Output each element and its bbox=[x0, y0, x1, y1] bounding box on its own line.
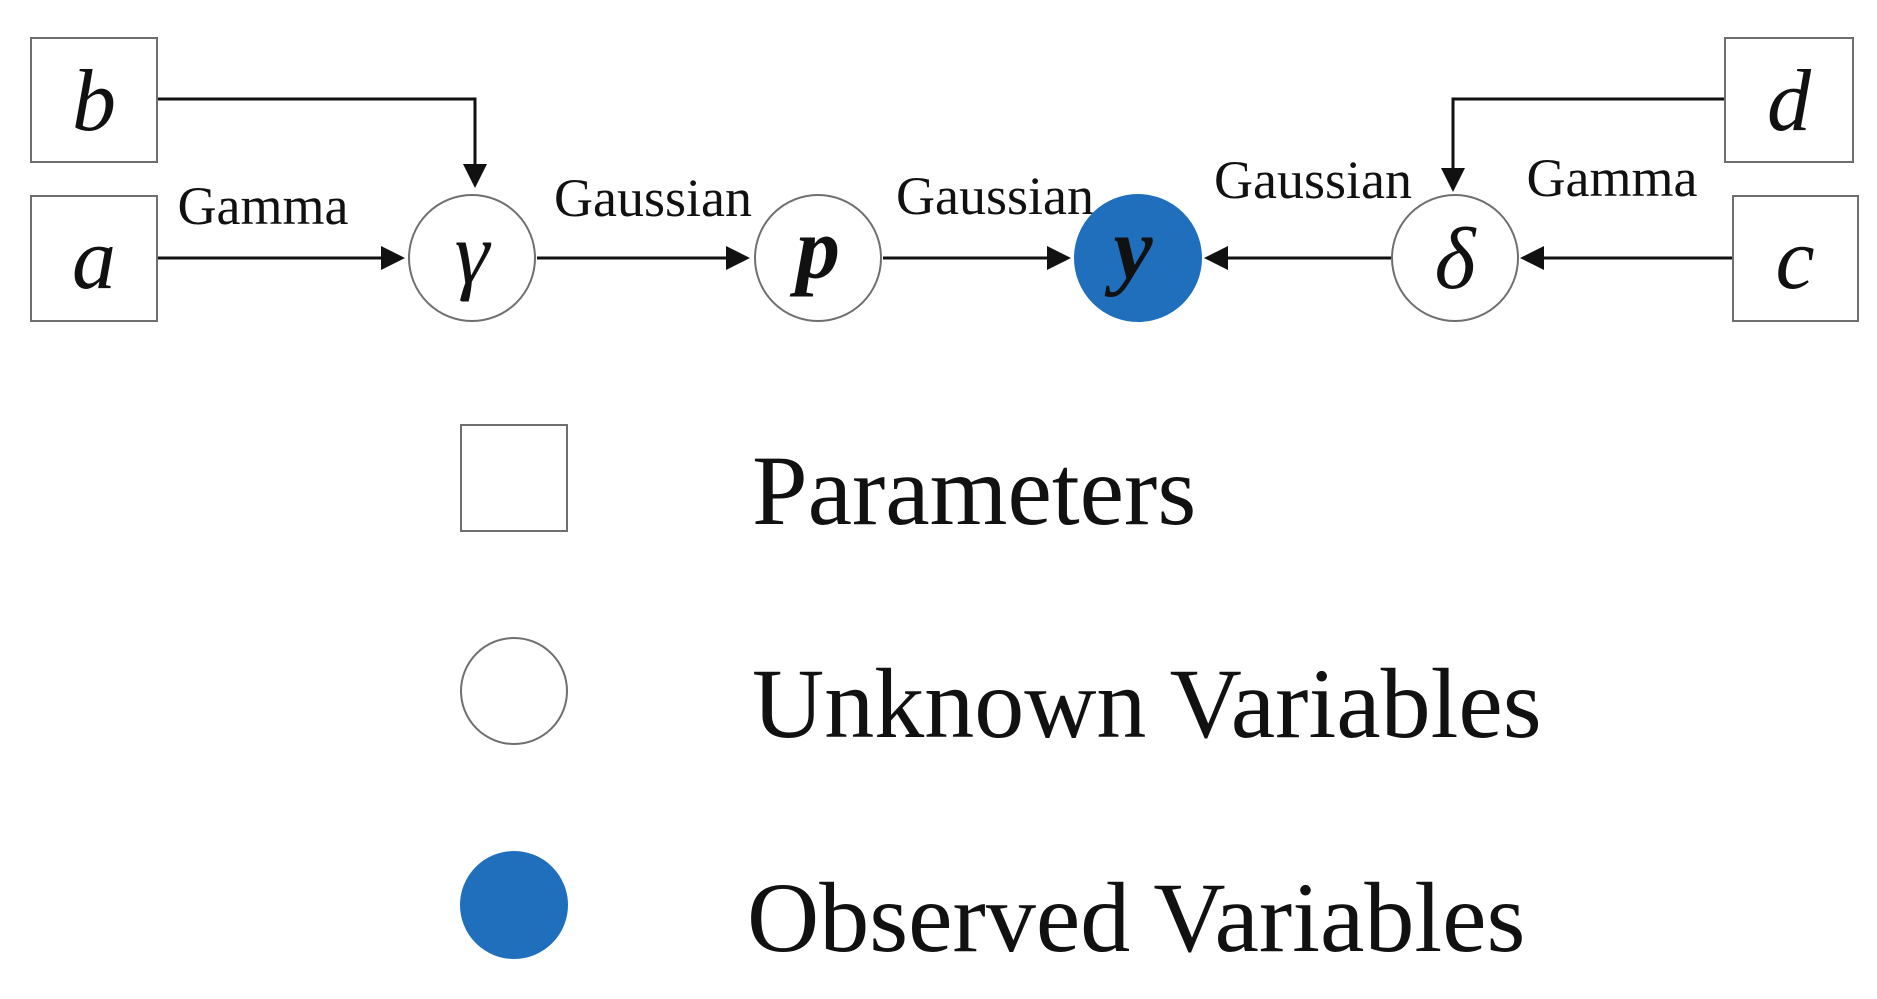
edge-d-to-delta bbox=[1441, 97, 1725, 192]
node-label-d: d bbox=[1767, 53, 1812, 150]
edge-label-c-delta: Gamma bbox=[1527, 148, 1698, 208]
legend-item-parameters: Parameters bbox=[460, 424, 1196, 546]
legend-item-unknown: Unknown Variables bbox=[460, 637, 1542, 759]
edges bbox=[157, 97, 1733, 270]
observed-circle-y bbox=[1074, 194, 1202, 322]
node-label-b: b bbox=[72, 53, 116, 150]
edge-b-to-gamma bbox=[157, 97, 487, 188]
node-label-a: a bbox=[72, 211, 116, 308]
node-y: y bbox=[1074, 194, 1202, 322]
legend-label-observed: Observed Variables bbox=[747, 862, 1525, 973]
node-label-p: p bbox=[789, 201, 840, 298]
edge-label-a-gamma: Gamma bbox=[178, 176, 349, 236]
legend-open-circle-icon bbox=[460, 637, 568, 745]
edge-label-p-y: Gaussian bbox=[896, 166, 1094, 226]
legend-label-unknown: Unknown Variables bbox=[752, 648, 1542, 759]
node-a: a bbox=[30, 195, 158, 322]
node-delta: δ bbox=[1391, 194, 1519, 322]
legend-filled-circle-icon bbox=[460, 851, 568, 959]
edge-label-delta-y: Gaussian bbox=[1214, 150, 1412, 210]
edge-labels: Gamma Gaussian Gaussian Gaussian Gamma bbox=[178, 148, 1698, 236]
legend-square-icon bbox=[460, 424, 568, 532]
node-label-c: c bbox=[1775, 211, 1814, 308]
edge-label-gamma-p: Gaussian bbox=[554, 168, 752, 228]
legend-item-observed: Observed Variables bbox=[460, 851, 1525, 973]
node-label-delta: δ bbox=[1435, 211, 1478, 308]
unknown-circle-delta bbox=[1391, 194, 1519, 322]
unknown-circle-gamma bbox=[408, 194, 536, 322]
parameter-box-b bbox=[30, 37, 158, 163]
node-d: d bbox=[1724, 37, 1854, 163]
legend: Parameters Unknown Variables Observed Va… bbox=[460, 424, 1542, 973]
node-label-y: y bbox=[1104, 201, 1153, 298]
node-p: p bbox=[754, 194, 882, 322]
node-label-gamma: γ bbox=[455, 206, 492, 303]
node-gamma: γ bbox=[408, 194, 536, 322]
parameter-box-d bbox=[1724, 37, 1854, 163]
parameter-box-a bbox=[30, 195, 158, 322]
parameter-box-c bbox=[1732, 195, 1859, 322]
node-c: c bbox=[1732, 195, 1859, 322]
unknown-circle-p bbox=[754, 194, 882, 322]
node-b: b bbox=[30, 37, 158, 163]
legend-label-parameters: Parameters bbox=[752, 435, 1196, 546]
